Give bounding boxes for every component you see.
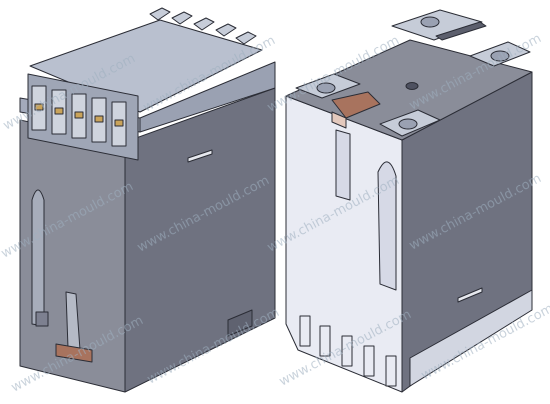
pin-1 [299,315,311,347]
terminal-screw-1 [34,103,44,111]
center-hole [405,82,419,90]
pin-3 [341,335,353,367]
terminal-screw-2 [54,107,64,115]
mount-hole-left [316,82,336,94]
front-channel [335,129,351,201]
right-latch [331,91,381,119]
mount-hole-back [420,16,440,28]
terminal-fin-3 [193,17,215,31]
pin-4 [363,345,375,377]
left-vent-slot [187,149,213,163]
front-leaf [377,161,397,291]
terminal-screw-4 [94,115,104,123]
left-relay-housing [19,7,276,393]
right-vent-slot [457,287,483,303]
left-latch [55,343,93,363]
terminal-fin-2 [171,11,193,25]
right-base-housing [285,9,533,393]
left-top-lip-side [139,61,276,133]
left-window [31,189,45,327]
left-square-cutout [35,311,49,327]
bottom-ribs [409,289,533,387]
terminal-fin-4 [215,23,237,37]
pin-5 [385,355,397,387]
top-slot [435,21,487,41]
mount-hole-front [398,118,418,130]
mount-hole-right [490,50,510,62]
terminal-fin-5 [235,31,257,45]
terminal-fin-1 [149,7,171,21]
terminal-screw-5 [114,119,124,127]
pin-2 [319,325,331,357]
terminal-screw-3 [74,111,84,119]
left-foot [227,309,253,337]
right-latch-front [331,111,347,129]
